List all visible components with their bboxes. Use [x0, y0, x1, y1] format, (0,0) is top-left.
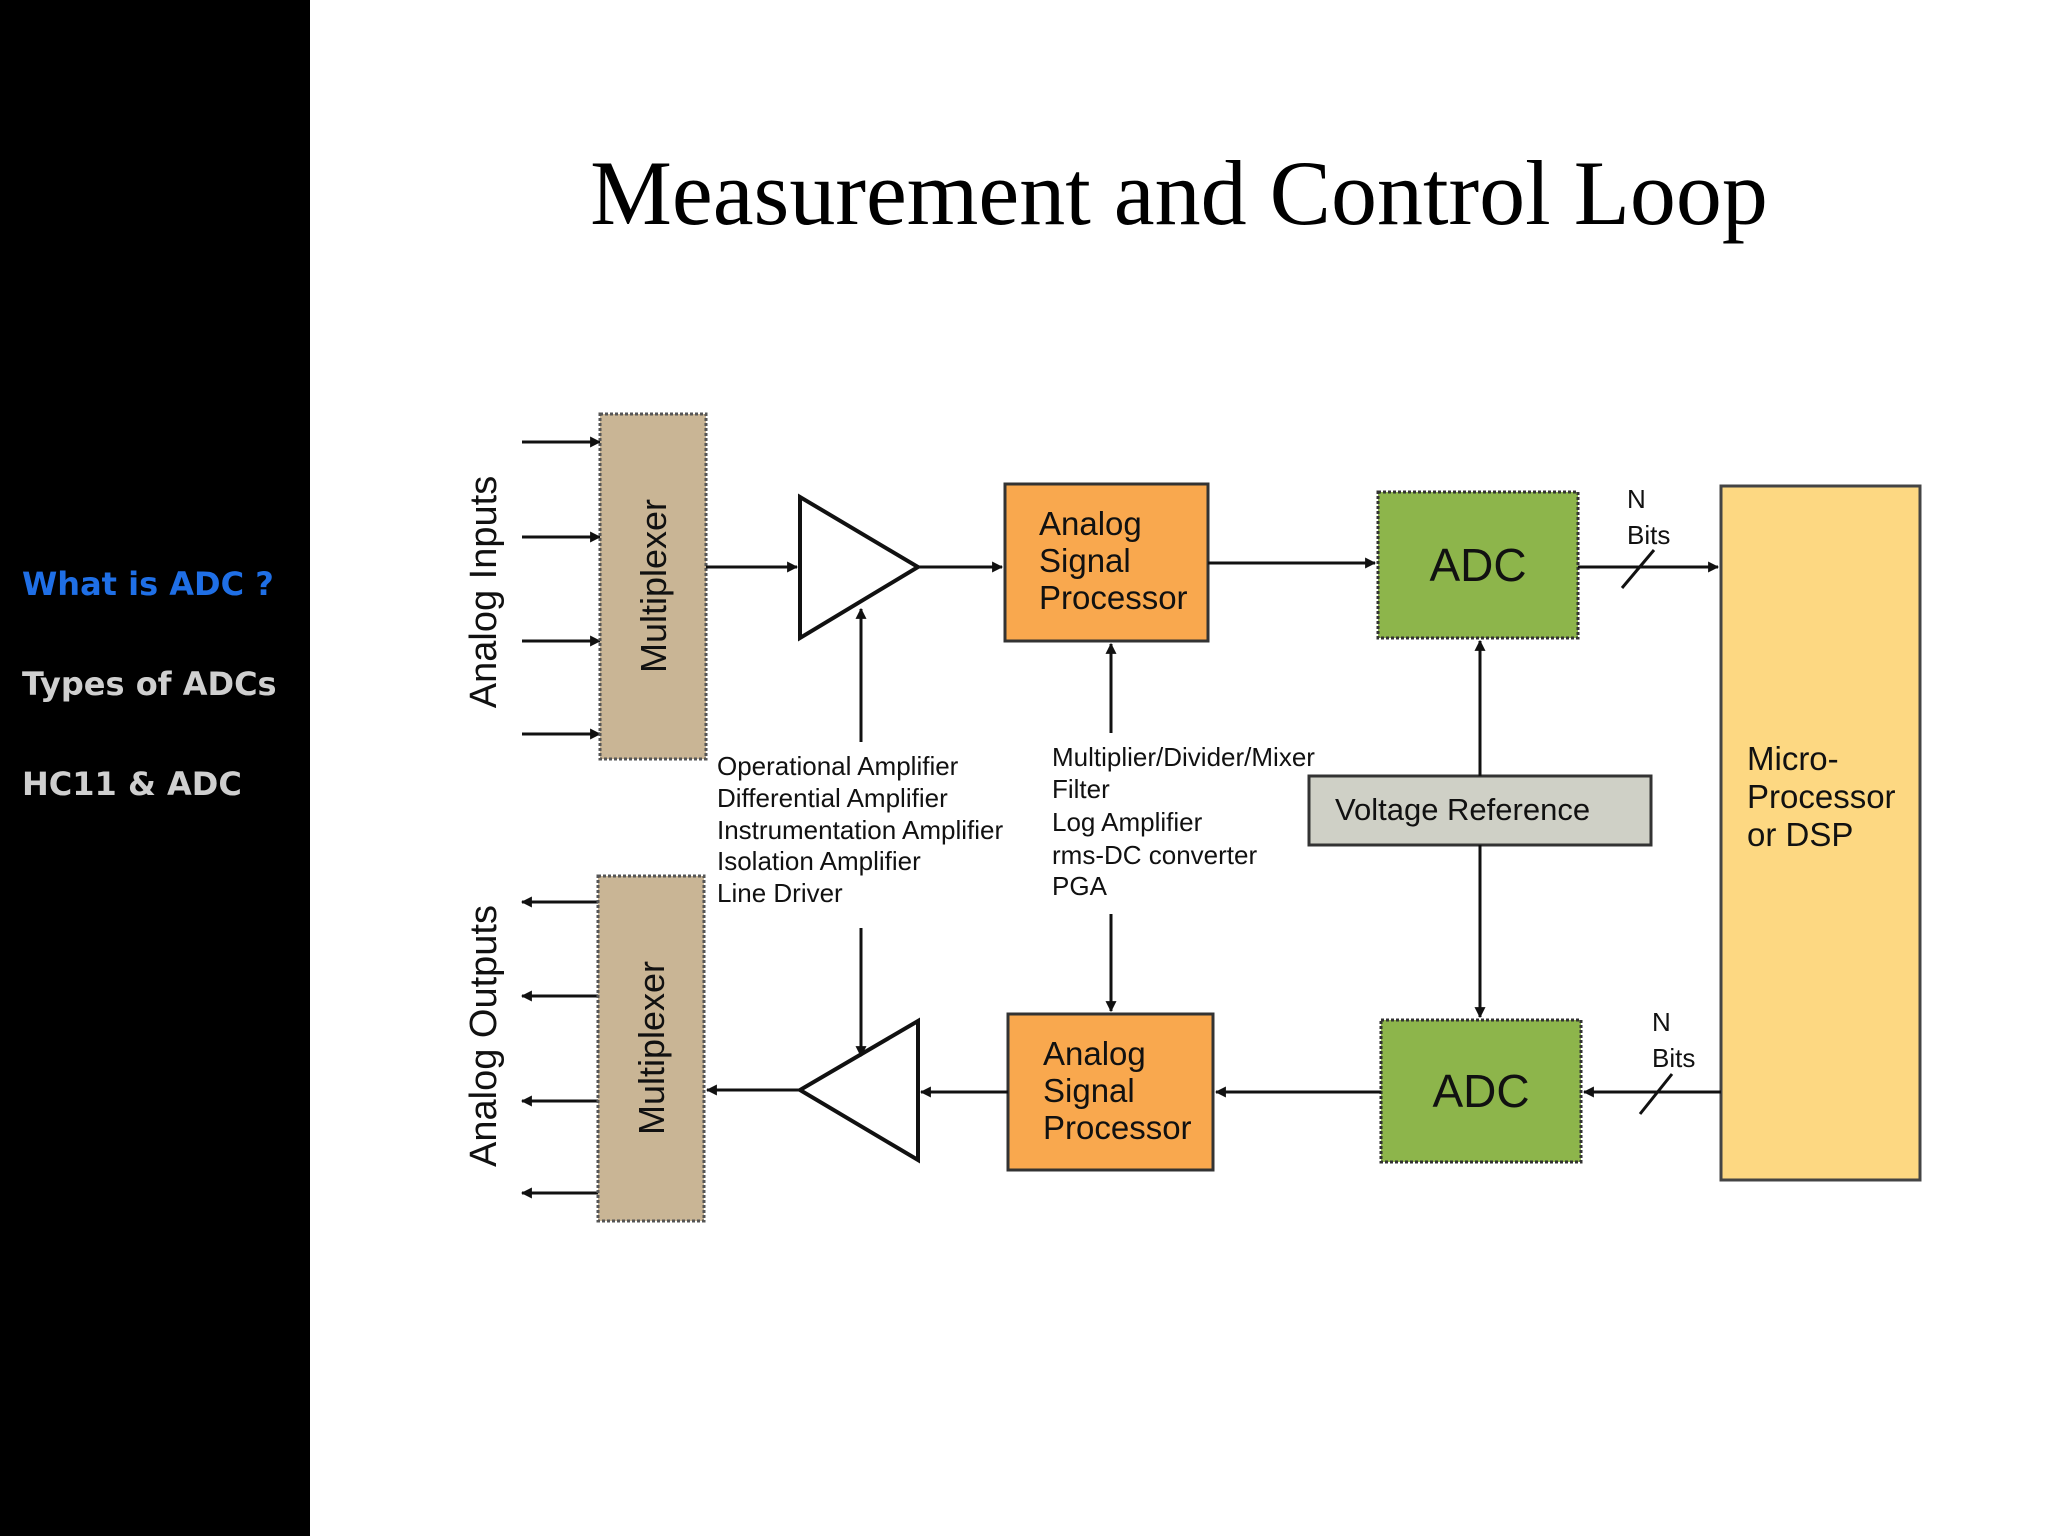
analog-inputs-label: Analog Inputs [463, 476, 505, 708]
adc-bottom-label: ADC [1432, 1065, 1529, 1117]
asp-bottom-line-1: Analog [1043, 1035, 1146, 1072]
bits-bottom-n: N [1652, 1007, 1671, 1037]
processor-note-1: Multiplier/Divider/Mixer [1052, 742, 1315, 772]
asp-top-line-1: Analog [1039, 505, 1142, 542]
multiplexer-top-box [598, 412, 708, 761]
processor-note-3: Log Amplifier [1052, 807, 1203, 837]
microprocessor-line-3: or DSP [1747, 816, 1853, 853]
asp-top-line-2: Signal [1039, 542, 1131, 579]
multiplexer-bottom-label: Multiplexer [631, 961, 672, 1135]
analog-outputs-label: Analog Outputs [463, 905, 505, 1167]
processor-note-4: rms-DC converter [1052, 840, 1257, 870]
amplifier-note-2: Differential Amplifier [717, 783, 948, 813]
bits-bottom-bits: Bits [1652, 1043, 1695, 1073]
amplifier-bottom [796, 1017, 920, 1164]
sidebar-item-what-is-adc[interactable]: What is ADC ? [22, 565, 274, 603]
sidebar-item-hc11-adc[interactable]: HC11 & ADC [22, 765, 242, 803]
amplifier-note-1: Operational Amplifier [717, 751, 959, 781]
slide-title: Measurement and Control Loop [590, 142, 1768, 244]
multiplexer-top-label: Multiplexer [633, 499, 674, 673]
amplifier-note-3: Instrumentation Amplifier [717, 815, 1003, 845]
sidebar-item-types-of-adcs[interactable]: Types of ADCs [22, 665, 277, 703]
bits-top-bits: Bits [1627, 520, 1670, 550]
microprocessor-box [1719, 484, 1922, 1182]
signal-connectors [705, 549, 1721, 1115]
multiplexer-bottom-box [596, 874, 706, 1223]
sidebar: What is ADC ? Types of ADCs HC11 & ADC [0, 0, 310, 1536]
adc-top-box [1376, 490, 1580, 640]
asp-bottom-line-2: Signal [1043, 1072, 1135, 1109]
asp-bottom-line-3: Processor [1043, 1109, 1192, 1146]
adc-bottom-box [1379, 1018, 1583, 1164]
voltage-reference-box [1307, 774, 1653, 847]
amplifier-note-5: Line Driver [717, 878, 843, 908]
bits-top-n: N [1627, 484, 1646, 514]
microprocessor-line-2: Processor [1747, 778, 1896, 815]
amplifier-note-4: Isolation Amplifier [717, 846, 921, 876]
adc-top-label: ADC [1429, 539, 1526, 591]
amplifier-notes: Operational Amplifier Differential Ampli… [717, 751, 1003, 908]
asp-top-line-3: Processor [1039, 579, 1188, 616]
analog-input-arrows [522, 436, 602, 740]
microprocessor-line-1: Micro- [1747, 740, 1839, 777]
processor-note-2: Filter [1052, 774, 1110, 804]
processor-note-5: PGA [1052, 871, 1108, 901]
amplifier-top [798, 493, 922, 642]
processor-notes: Multiplier/Divider/Mixer Filter Log Ampl… [1052, 742, 1315, 901]
analog-signal-processor-bottom-box [1006, 1012, 1215, 1172]
analog-output-arrows [520, 896, 598, 1199]
analog-signal-processor-top-box [1003, 482, 1210, 643]
voltage-reference-label: Voltage Reference [1335, 792, 1590, 827]
